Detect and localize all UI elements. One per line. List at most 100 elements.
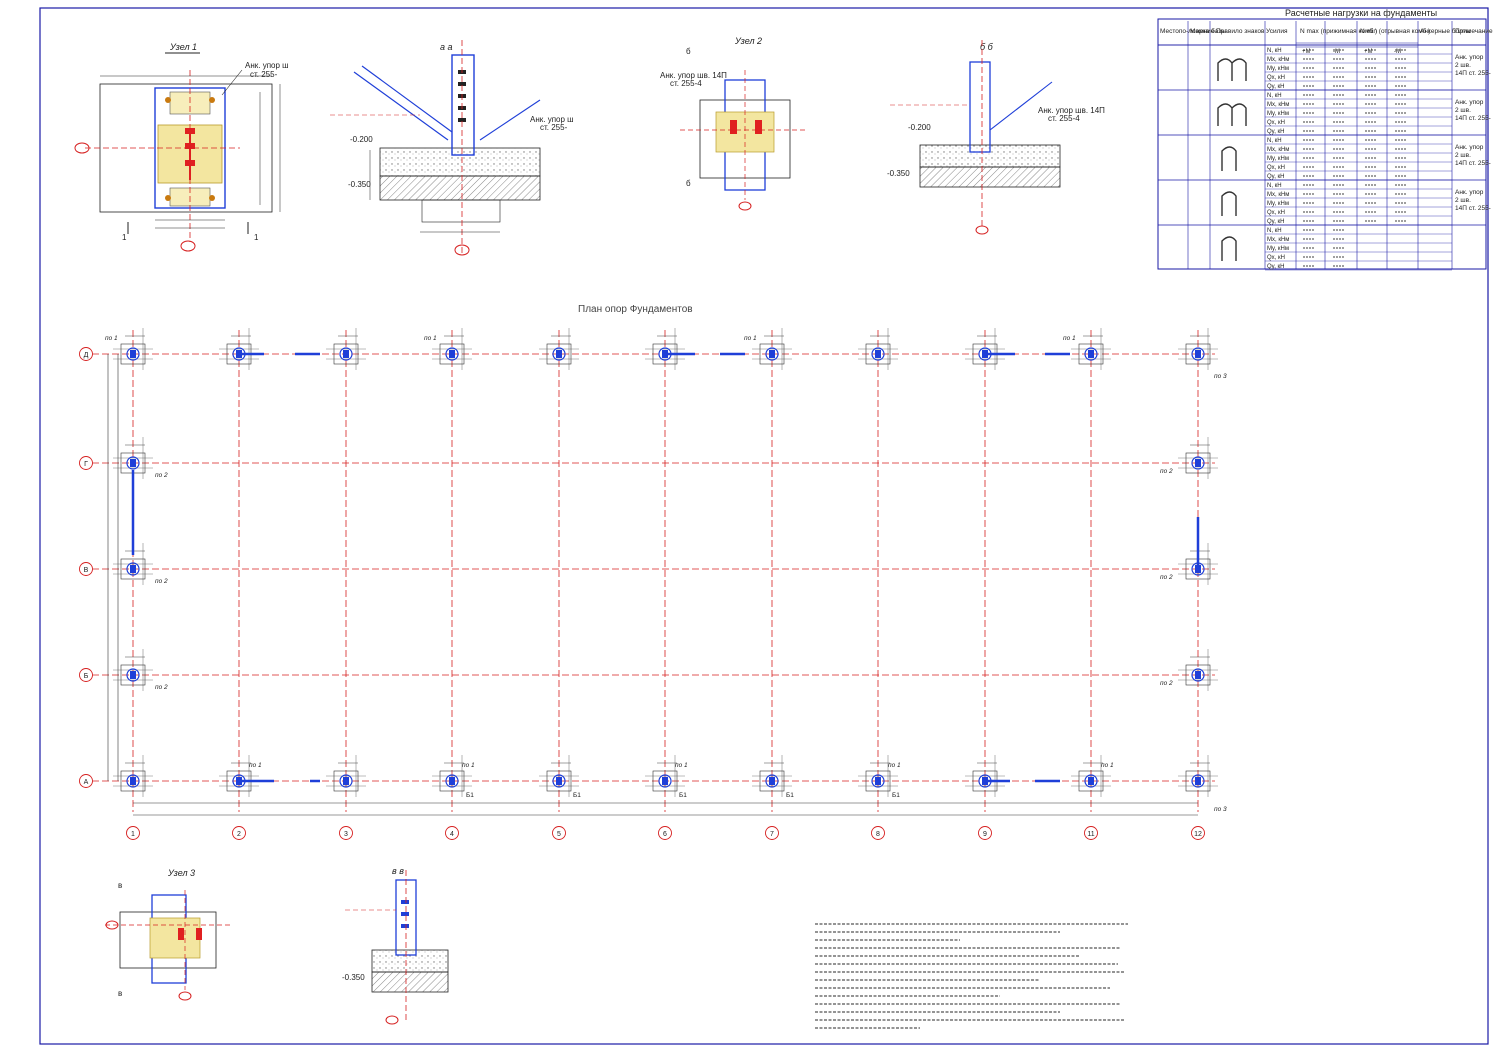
plan-column-axis-bubble bbox=[232, 826, 246, 840]
plan-foundation: по 1 bbox=[1063, 328, 1111, 370]
table-note: 2 шв. bbox=[1455, 107, 1471, 114]
column-section bbox=[662, 777, 668, 785]
plan-row-axis-label: Б bbox=[84, 673, 89, 680]
section-a-a: а а -0.200 -0.350 Анк. упор ш ст. 255- bbox=[330, 40, 574, 256]
plan-column-axis-label: 8 bbox=[876, 831, 880, 838]
section-aa-elevation-bottom: -0.350 bbox=[348, 180, 371, 189]
loads-table: Расчетные нагрузки на фундаменты Местопо… bbox=[1157, 8, 1493, 271]
plan-column-axis-bubble bbox=[1191, 826, 1205, 840]
loads-table-title: Расчетные нагрузки на фундаменты bbox=[1285, 8, 1437, 18]
column-base-ring bbox=[126, 347, 140, 361]
column-section bbox=[1088, 350, 1094, 358]
column-section bbox=[556, 777, 562, 785]
uzel-2-title: Узел 2 bbox=[734, 36, 762, 46]
section-aa-title: а а bbox=[440, 42, 453, 52]
sign-rule-glyph bbox=[1217, 103, 1247, 126]
uzel-3-cut-mark-top: в bbox=[118, 881, 122, 890]
table-note: Анк. упор bbox=[1455, 144, 1484, 151]
plan-foundation bbox=[539, 755, 579, 797]
column-section bbox=[875, 777, 881, 785]
section-aa-elevation-top: -0.200 bbox=[350, 135, 373, 144]
column-section bbox=[130, 565, 136, 573]
plan-foundation: по 1 bbox=[424, 328, 472, 370]
foundation-tag: по 2 bbox=[155, 684, 168, 691]
table-force-label: N, кН bbox=[1267, 183, 1282, 189]
foundation-tag: по 2 bbox=[1160, 680, 1173, 687]
foundation-mark: Б1 bbox=[786, 792, 794, 799]
plan-foundation: по 1 bbox=[645, 755, 688, 797]
plan-column-axis-label: 5 bbox=[557, 831, 561, 838]
column-base-ring bbox=[1191, 456, 1205, 470]
section-v-v: в в -0.350 bbox=[342, 866, 449, 1025]
foundation-tag: по 2 bbox=[1160, 574, 1173, 581]
plan-column-axis-bubble bbox=[658, 826, 672, 840]
plan-row-axis-bubble bbox=[79, 456, 93, 470]
table-force-label: Mx, кНм bbox=[1267, 237, 1289, 243]
foundation-tag: по 2 bbox=[155, 472, 168, 479]
column-section bbox=[449, 777, 455, 785]
section-bb-anchor-label: Анк. упор шв. 14П bbox=[1038, 106, 1105, 115]
table-force-label: Qy, кН bbox=[1267, 129, 1285, 135]
plan-foundation bbox=[326, 328, 366, 370]
foundation-mark: Б1 bbox=[892, 792, 900, 799]
uzel-1-section-mark-left: 1 bbox=[122, 233, 127, 242]
foundation-mark: Б1 bbox=[573, 792, 581, 799]
column-base-ring bbox=[1084, 347, 1098, 361]
foundation-outline bbox=[759, 770, 785, 792]
column-base-ring bbox=[339, 774, 353, 788]
foundation-outline bbox=[120, 770, 146, 792]
foundation-outline bbox=[1185, 452, 1211, 474]
plan-title: План опор Фундаментов bbox=[578, 304, 693, 315]
section-aa-anchor-label: Анк. упор ш bbox=[530, 115, 574, 124]
table-note: 14П ст. 255- bbox=[1455, 115, 1491, 122]
section-bb-elevation-top: -0.200 bbox=[908, 123, 931, 132]
column-base-ring bbox=[1084, 774, 1098, 788]
table-force-label: Qy, кН bbox=[1267, 174, 1285, 180]
column-base-ring bbox=[871, 347, 885, 361]
table-force-label: Qy, кН bbox=[1267, 264, 1285, 270]
foundation-tag: по 1 bbox=[249, 762, 262, 769]
table-force-label: N, кН bbox=[1267, 48, 1282, 54]
column-base-ring bbox=[126, 562, 140, 576]
foundation-outline bbox=[1078, 343, 1104, 365]
foundation-tag: по 1 bbox=[744, 335, 757, 342]
plan-column-axis-bubble bbox=[871, 826, 885, 840]
column-section bbox=[1195, 565, 1201, 573]
foundation-tag: по 1 bbox=[424, 335, 437, 342]
foundation-outline bbox=[333, 770, 359, 792]
plan-foundation: по 1 bbox=[105, 328, 153, 370]
foundation-outline bbox=[1185, 343, 1211, 365]
section-bb-anchor-label-2: ст. 255-4 bbox=[1048, 114, 1080, 123]
plan-foundation: по 2 bbox=[113, 543, 168, 585]
foundation-outline bbox=[120, 558, 146, 580]
plan-foundation bbox=[858, 328, 898, 370]
column-section bbox=[769, 777, 775, 785]
table-force-label: Qx, кН bbox=[1267, 165, 1285, 171]
table-force-label: Mx, кНм bbox=[1267, 147, 1289, 153]
uzel-1-section-mark-right: 1 bbox=[254, 233, 259, 242]
column-base-ring bbox=[126, 668, 140, 682]
foundation-outline bbox=[546, 770, 572, 792]
column-section bbox=[1195, 350, 1201, 358]
table-note: 14П ст. 255- bbox=[1455, 70, 1491, 77]
column-section bbox=[769, 350, 775, 358]
foundation-outline bbox=[120, 664, 146, 686]
table-force-label: Qx, кН bbox=[1267, 255, 1285, 261]
foundation-outline bbox=[546, 343, 572, 365]
foundation-outline bbox=[439, 343, 465, 365]
plan-foundation bbox=[752, 755, 792, 797]
plan-foundation: по 2 bbox=[1160, 437, 1218, 479]
plan-column-axis-bubble bbox=[978, 826, 992, 840]
column-base-ring bbox=[1191, 668, 1205, 682]
table-subheader-cell: -M bbox=[1394, 49, 1401, 55]
table-subheader-cell: -M bbox=[1333, 49, 1340, 55]
plan-row-axis-label: Г bbox=[84, 461, 88, 468]
table-note: 14П ст. 255- bbox=[1455, 160, 1491, 167]
foundation-outline bbox=[652, 770, 678, 792]
table-force-label: N, кН bbox=[1267, 138, 1282, 144]
plan-foundation bbox=[1178, 328, 1218, 370]
sheet-frame bbox=[39, 7, 1489, 1045]
table-note: 14П ст. 255- bbox=[1455, 205, 1491, 212]
table-force-label: N, кН bbox=[1267, 93, 1282, 99]
